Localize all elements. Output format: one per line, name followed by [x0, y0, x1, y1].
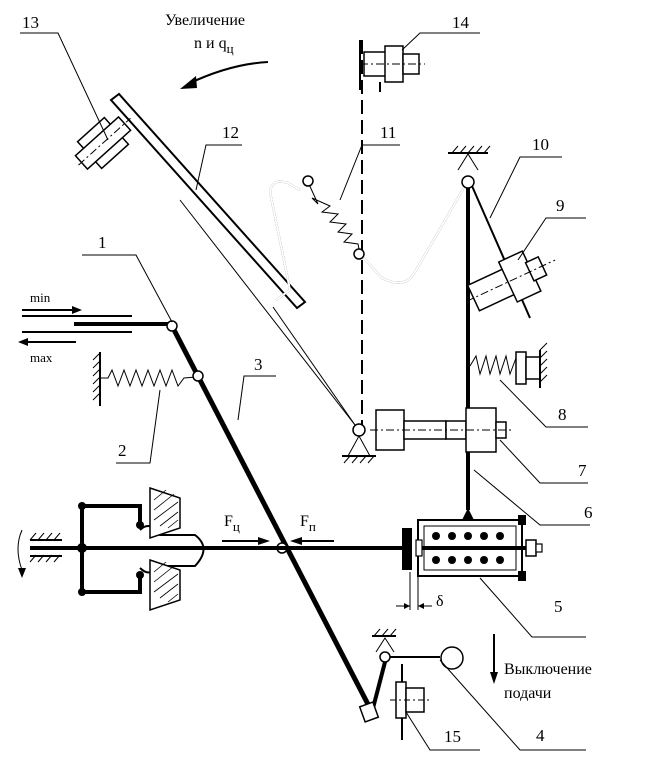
increase-label-line1: Увеличение — [165, 12, 245, 29]
shutoff-annotation: Выключение подачи — [490, 634, 592, 702]
callout-5: 5 — [554, 597, 563, 616]
control-rod: min max — [18, 290, 172, 365]
increase-label-line2: n и qц — [194, 35, 234, 56]
screw-9 — [466, 250, 556, 312]
callout-9: 9 — [556, 196, 565, 215]
min-label: min — [30, 290, 51, 305]
increase-annotation: Увеличение n и qц — [165, 12, 269, 89]
callout-6: 6 — [584, 503, 593, 522]
gap-label: δ — [436, 593, 444, 610]
force-spring-label: Fп — [300, 513, 316, 534]
force-centrifugal: Fц — [222, 513, 270, 545]
spring-housing-5: δ — [282, 508, 543, 610]
callout-2: 2 — [118, 441, 127, 460]
callout-numbers: 13 14 12 11 10 9 1 3 2 8 7 6 5 4 15 — [22, 13, 593, 746]
stop-screw-13 — [74, 115, 132, 171]
callout-14: 14 — [452, 13, 470, 32]
callout-4: 4 — [536, 726, 545, 745]
callout-1: 1 — [98, 233, 107, 252]
lever-3 — [166, 320, 376, 718]
spring-8 — [469, 342, 548, 388]
max-label: max — [30, 350, 53, 365]
increase-arrow — [187, 61, 269, 85]
callout-10: 10 — [532, 135, 549, 154]
force-centrifugal-label: Fц — [224, 513, 240, 534]
spring-11-bottom-pin — [353, 248, 365, 260]
force-spring: Fп — [290, 513, 334, 545]
callout-15: 15 — [444, 727, 461, 746]
lever-10 — [448, 145, 531, 510]
spring-2 — [92, 352, 197, 406]
callout-7: 7 — [578, 461, 587, 480]
lever-12 — [109, 92, 356, 426]
stop-screw-15 — [390, 664, 430, 740]
callout-3: 3 — [254, 355, 263, 374]
callout-12: 12 — [222, 123, 239, 142]
callout-8: 8 — [558, 405, 567, 424]
callout-11: 11 — [380, 123, 396, 142]
shutoff-label-line1: Выключение — [504, 661, 592, 678]
leader-lines — [20, 32, 590, 751]
centrifugal-assembly — [17, 486, 282, 612]
stop-screw-14 — [359, 40, 425, 92]
shutoff-label-line2: подачи — [504, 685, 552, 702]
spring-11-top-pin — [302, 175, 314, 187]
lever-4 — [358, 628, 464, 723]
callout-13: 13 — [22, 13, 39, 32]
bracket-11 — [268, 180, 467, 301]
increase-arrowhead — [180, 76, 197, 89]
lever-12-pivot — [342, 423, 376, 464]
spring-11 — [307, 181, 361, 255]
bolt-7 — [370, 407, 512, 453]
